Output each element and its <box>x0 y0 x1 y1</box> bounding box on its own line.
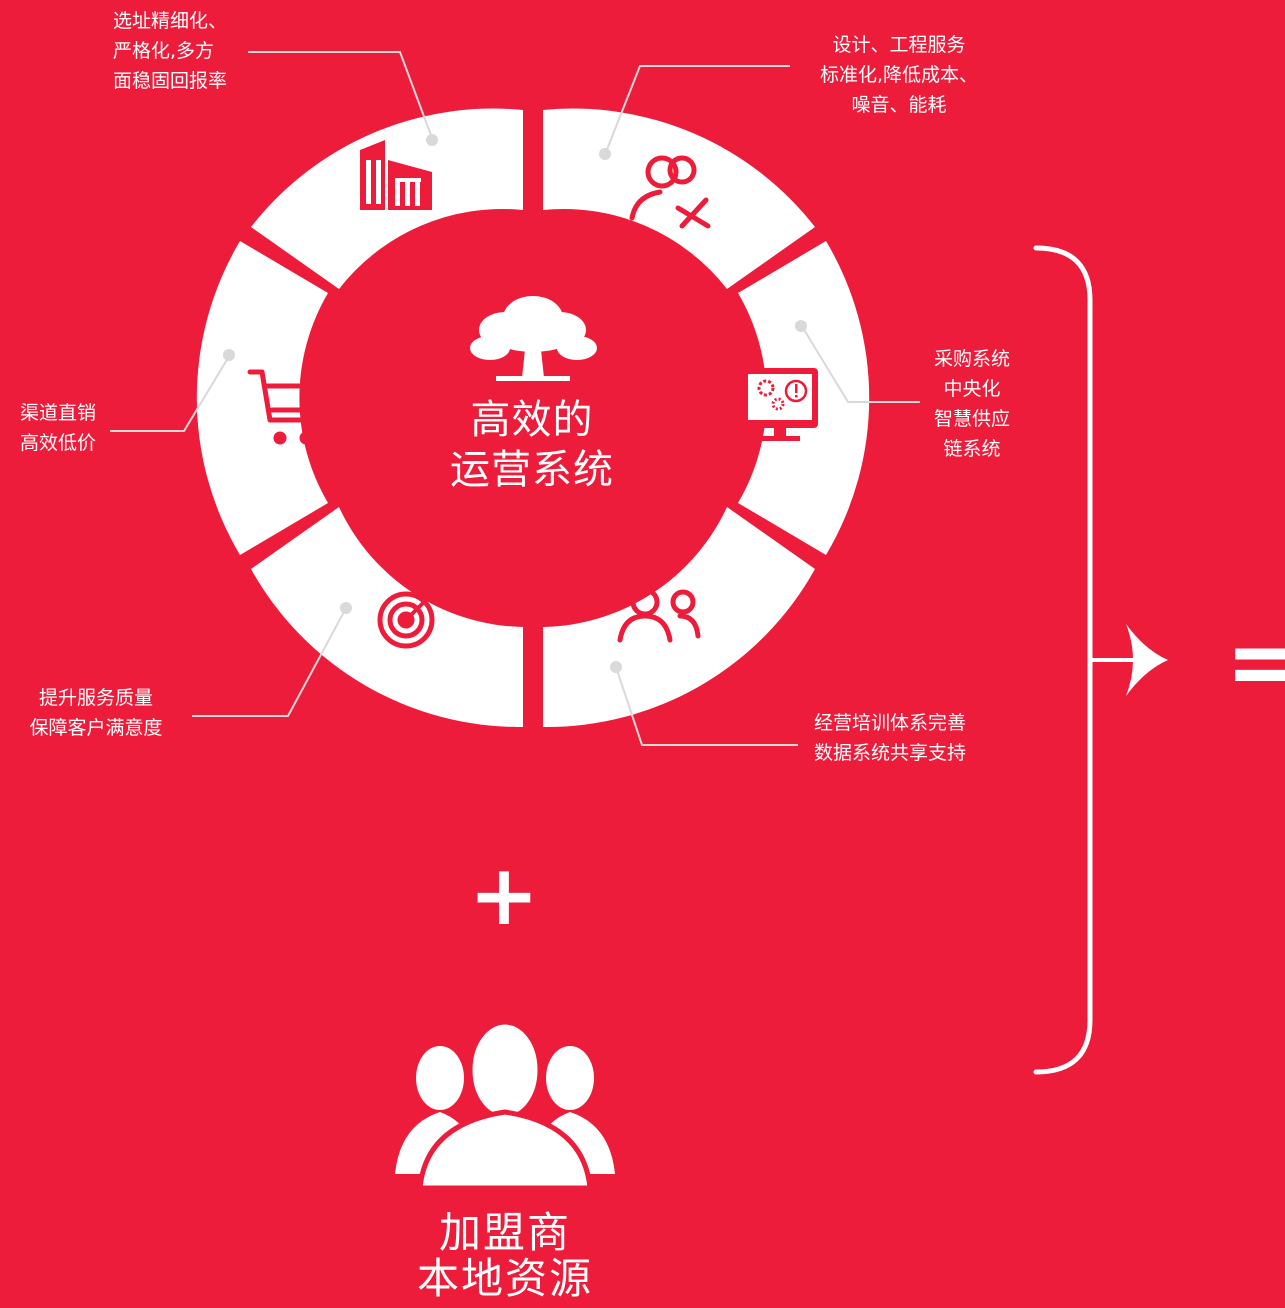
label-channel: 渠道直销 高效低价 <box>20 398 96 458</box>
label-procurement: 采购系统 中央化 智慧供应 链系统 <box>924 344 1020 464</box>
target-icon <box>377 588 440 649</box>
plus-sign: + <box>468 846 540 944</box>
label-site-selection: 选址精细化、 严格化,多方 面稳固回报率 <box>113 6 227 96</box>
users-tools-icon <box>629 155 711 229</box>
label-line: 标准化,降低成本、 <box>819 64 979 86</box>
connector-site-selection <box>248 51 438 146</box>
center-title: 高效的 运营系统 <box>392 395 672 495</box>
connector-procurement <box>795 320 920 403</box>
franchisee-title: 加盟商 本地资源 <box>350 1210 660 1302</box>
center-title-line2: 运营系统 <box>450 447 614 493</box>
center-title-line1: 高效的 <box>470 397 594 443</box>
label-line: 高效低价 <box>20 432 97 454</box>
connector-training <box>610 661 798 746</box>
label-line: 提升服务质量 <box>38 687 153 709</box>
label-line: 设计、工程服务 <box>832 34 966 56</box>
label-line: 渠道直销 <box>20 402 97 424</box>
group-users-icon <box>395 1019 615 1191</box>
arrow-right-icon <box>1090 624 1168 696</box>
label-line: 中央化 <box>943 378 1001 400</box>
center-hub <box>350 235 716 601</box>
label-line: 噪音、能耗 <box>851 94 947 116</box>
tree-icon <box>470 296 597 381</box>
label-line: 保障客户满意度 <box>29 717 163 739</box>
connector-design-engineering <box>599 65 790 160</box>
equals-sign: = <box>1225 606 1285 718</box>
franchisee-title-line2: 本地资源 <box>416 1254 593 1303</box>
label-training: 经营培训体系完善 数据系统共享支持 <box>814 708 966 768</box>
label-line: 严格化,多方 <box>113 40 215 62</box>
building-icon <box>360 140 432 210</box>
connector-service-quality <box>192 602 352 717</box>
label-line: 数据系统共享支持 <box>814 742 967 764</box>
label-line: 经营培训体系完善 <box>814 712 967 734</box>
label-line: 链系统 <box>943 438 1001 460</box>
segment-design-engineering <box>543 108 815 289</box>
label-design-engineering: 设计、工程服务 标准化,降低成本、 噪音、能耗 <box>808 30 990 120</box>
connector-channel <box>110 349 235 432</box>
label-service-quality: 提升服务质量 保障客户满意度 <box>20 683 172 743</box>
shopping-cart-icon <box>247 369 325 445</box>
franchisee-title-line1: 加盟商 <box>438 1208 571 1257</box>
segment-channel <box>196 241 328 555</box>
label-line: 选址精细化、 <box>113 10 228 32</box>
label-line: 采购系统 <box>933 348 1010 370</box>
label-line: 智慧供应 <box>933 408 1010 430</box>
segment-service-quality <box>251 507 523 728</box>
bracket <box>1033 245 1093 1075</box>
segment-site-selection <box>251 108 523 289</box>
two-users-icon <box>617 587 701 643</box>
label-line: 面稳固回报率 <box>113 70 228 92</box>
monitor-gears-icon <box>742 368 818 441</box>
